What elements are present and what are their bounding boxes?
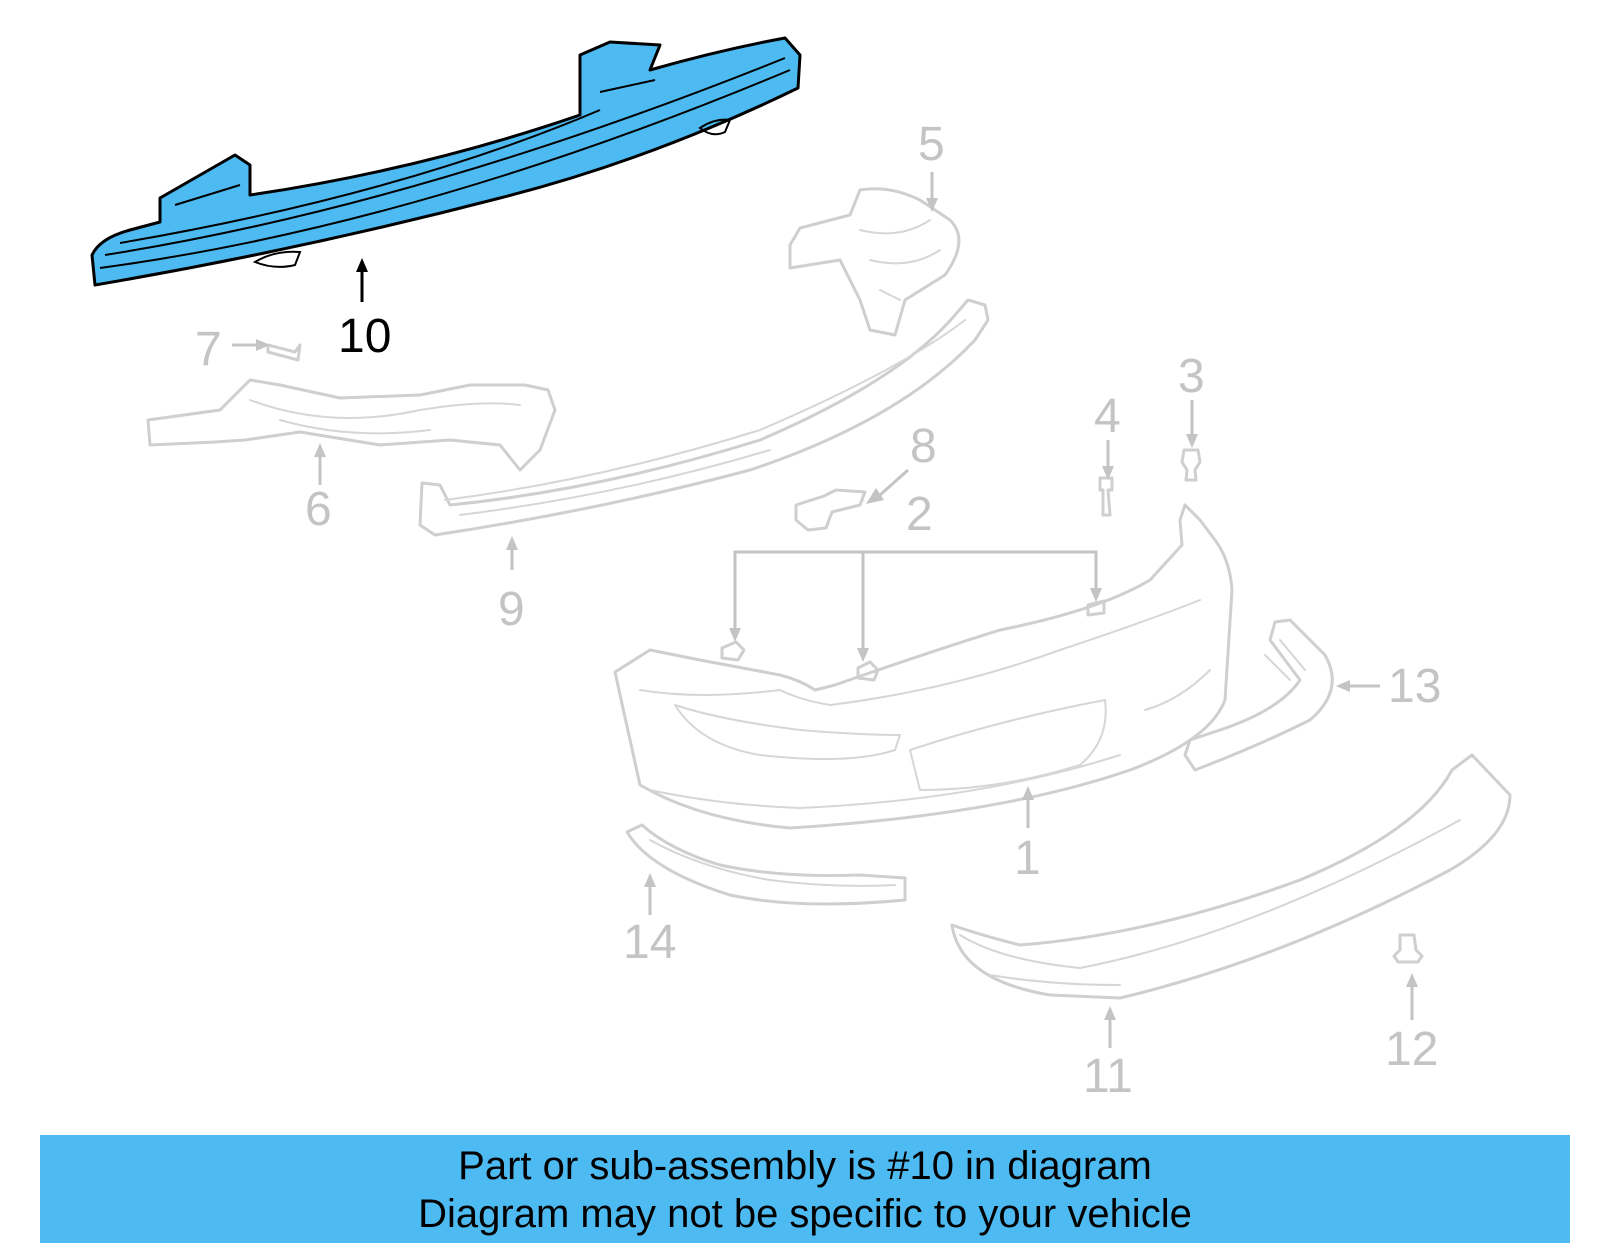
callout-9: 9 [498, 583, 525, 636]
banner-line-1: Part or sub-assembly is #10 in diagram [458, 1144, 1152, 1188]
callout-7: 7 [195, 323, 222, 376]
part-11-valance[interactable] [950, 753, 1512, 1000]
callout-3: 3 [1178, 350, 1205, 403]
callout-10: 10 [338, 310, 391, 363]
part-14-molding[interactable] [625, 823, 907, 906]
callout-11: 11 [1083, 1050, 1133, 1103]
callout-1: 1 [1014, 832, 1041, 885]
part-12-bolt[interactable] [1392, 933, 1424, 964]
part-10-reinforcement[interactable] [90, 36, 802, 287]
part-6-bracket[interactable] [146, 378, 557, 472]
part-9-absorber[interactable] [418, 298, 990, 537]
part-13-bracket[interactable] [1183, 618, 1334, 772]
parts-diagram: 10 5 7 6 9 8 4 3 2 1 13 14 11 12 [90, 36, 1512, 1103]
part-3-clip[interactable] [1180, 448, 1202, 482]
callout-12: 12 [1385, 1023, 1438, 1076]
callout-8: 8 [910, 420, 937, 473]
part-4-bolt[interactable] [1098, 476, 1114, 517]
callout-2: 2 [906, 488, 933, 541]
part-5-bracket[interactable] [788, 187, 961, 337]
banner-line-2: Diagram may not be specific to your vehi… [418, 1192, 1192, 1236]
leader-lines [232, 172, 1418, 1048]
part-7-screw[interactable] [266, 343, 302, 362]
callout-6: 6 [305, 483, 332, 536]
callout-4: 4 [1094, 390, 1121, 443]
callout-14: 14 [623, 916, 676, 969]
callout-5: 5 [918, 118, 945, 171]
part-8-bracket[interactable] [794, 488, 867, 532]
info-banner: Part or sub-assembly is #10 in diagram D… [40, 1135, 1570, 1243]
callout-13: 13 [1388, 660, 1441, 713]
part-2-retainers[interactable] [720, 599, 1106, 682]
